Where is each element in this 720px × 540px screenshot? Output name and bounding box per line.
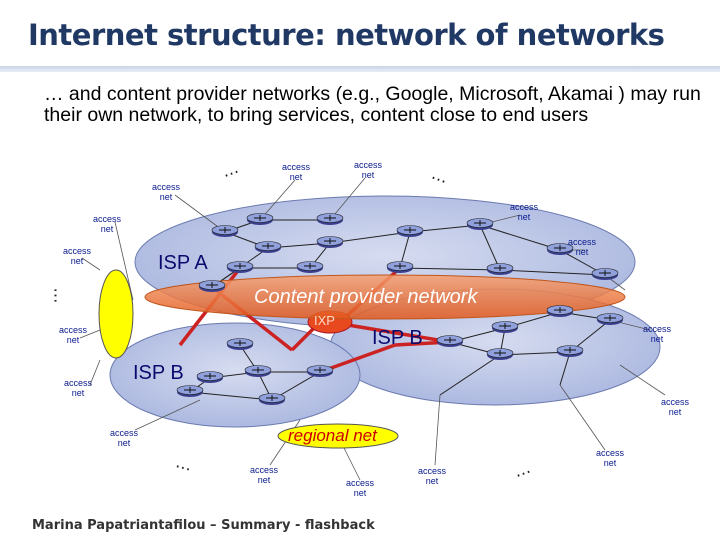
content-provider-cloud [144,274,626,320]
access-net-label: access net [64,378,93,398]
access-net-label: access net [643,324,672,344]
access-net-label: access net [110,428,139,448]
slide-footer: Marina Papatriantafilou – Summary - flas… [32,518,375,533]
access-net-label: access net [93,214,122,234]
access-net-label: access net [63,246,92,266]
access-net-label: access net [152,182,181,202]
access-net-label: access net [568,237,597,257]
regional-net-left [98,269,134,359]
routers [176,213,624,405]
access-net-label: access net [282,162,311,182]
title-rule [0,66,720,72]
ixp-label: IXP [314,313,335,328]
regional-net-bottom [277,423,399,449]
content-provider-label: Content provider network [254,286,478,308]
intro-text: … and content provider networks (e.g., G… [44,83,701,126]
slide-title: Internet structure: network of networks [28,18,665,52]
access-net-label: access net [510,202,539,222]
access-net-label: access net [661,397,690,417]
regional-net-label: regional net [288,426,377,445]
access-net-label: access net [59,325,88,345]
access-net-label: access net [418,466,447,486]
ellipsis-mark: … [50,287,70,304]
isp-b-left-label: ISP B [133,362,184,384]
isp-a-label: ISP A [158,252,208,274]
access-net-label: access net [346,478,375,498]
access-net-label: access net [250,465,279,485]
isp-b-right-label: ISP B [372,327,423,349]
access-net-label: access net [596,448,625,468]
access-net-label: access net [354,160,383,180]
